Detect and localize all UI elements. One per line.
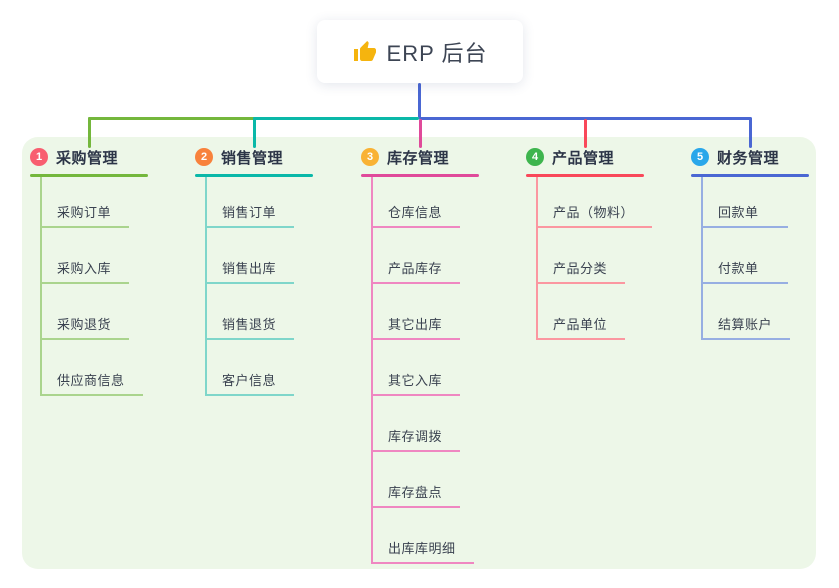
branch-1-horizontal-line — [88, 117, 255, 120]
child-label: 产品分类 — [553, 261, 608, 276]
child-node[interactable]: 其它入库 — [373, 340, 461, 396]
child-label: 回款单 — [718, 205, 759, 220]
branch-node-3[interactable]: 3 库存管理 — [361, 146, 479, 168]
child-label: 库存盘点 — [388, 485, 443, 500]
branches-panel — [22, 137, 816, 569]
child-node[interactable]: 销售订单 — [207, 177, 295, 228]
child-label: 其它出库 — [388, 317, 443, 332]
child-label: 销售订单 — [222, 205, 277, 220]
child-label: 采购入库 — [57, 261, 112, 276]
root-node[interactable]: ERP 后台 — [317, 20, 523, 83]
branch-1-drop-line — [88, 117, 91, 148]
branch-2-drop-line — [253, 117, 256, 148]
branch-4-drop-line — [584, 119, 587, 148]
branch-title: 产品管理 — [552, 149, 615, 167]
child-node[interactable]: 结算账户 — [703, 284, 791, 340]
branch-title: 库存管理 — [387, 149, 450, 167]
child-node[interactable]: 采购退货 — [42, 284, 130, 340]
child-label: 销售退货 — [222, 317, 277, 332]
branch-children: 回款单付款单结算账户 — [701, 177, 791, 340]
branch-node-2[interactable]: 2 销售管理 — [195, 146, 313, 168]
child-node[interactable]: 产品（物料） — [538, 177, 653, 228]
branch-underline — [361, 174, 479, 177]
child-node[interactable]: 产品单位 — [538, 284, 626, 340]
child-node[interactable]: 付款单 — [703, 228, 788, 284]
child-node[interactable]: 客户信息 — [207, 340, 295, 396]
child-node[interactable]: 销售退货 — [207, 284, 295, 340]
child-label: 其它入库 — [388, 373, 443, 388]
branch-underline — [30, 174, 148, 177]
child-node[interactable]: 库存盘点 — [373, 452, 461, 508]
child-node[interactable]: 供应商信息 — [42, 340, 143, 396]
branch-column-3: 3 库存管理仓库信息产品库存其它出库其它入库库存调拨库存盘点出库库明细 — [361, 146, 479, 564]
child-label: 产品（物料） — [553, 205, 635, 220]
branch-children: 仓库信息产品库存其它出库其它入库库存调拨库存盘点出库库明细 — [371, 177, 474, 564]
child-node[interactable]: 产品分类 — [538, 228, 626, 284]
child-label: 产品库存 — [388, 261, 443, 276]
child-node[interactable]: 产品库存 — [373, 228, 461, 284]
branch-5-drop-line — [749, 117, 752, 148]
child-label: 仓库信息 — [388, 205, 443, 220]
branch-2-horizontal-line — [253, 117, 419, 120]
child-label: 采购订单 — [57, 205, 112, 220]
branch-children: 产品（物料） 产品分类产品单位 — [536, 177, 653, 340]
branch-column-2: 2 销售管理销售订单销售出库销售退货客户信息 — [195, 146, 313, 396]
child-label: 供应商信息 — [57, 373, 125, 388]
child-node[interactable]: 出库库明细 — [373, 508, 474, 564]
root-title: ERP 后台 — [386, 40, 488, 66]
child-node[interactable]: 回款单 — [703, 177, 788, 228]
branch-node-5[interactable]: 5 财务管理 — [691, 146, 809, 168]
branch-node-4[interactable]: 4 产品管理 — [526, 146, 652, 168]
thumbs-up-icon — [353, 40, 376, 61]
child-label: 库存调拨 — [388, 429, 443, 444]
child-label: 采购退货 — [57, 317, 112, 332]
branch-title: 采购管理 — [56, 149, 119, 167]
branch-number-badge: 3 — [361, 148, 379, 166]
child-label: 客户信息 — [222, 373, 277, 388]
child-label: 产品单位 — [553, 317, 608, 332]
branch-number-badge: 4 — [526, 148, 544, 166]
child-label: 结算账户 — [718, 317, 773, 332]
child-node[interactable]: 其它出库 — [373, 284, 461, 340]
branch-number-badge: 1 — [30, 148, 48, 166]
branch-3-drop-line — [419, 119, 422, 148]
branch-5-horizontal-line — [419, 117, 751, 120]
child-label: 销售出库 — [222, 261, 277, 276]
child-label: 付款单 — [718, 261, 759, 276]
child-node[interactable]: 库存调拨 — [373, 396, 461, 452]
child-node[interactable]: 采购入库 — [42, 228, 130, 284]
branch-column-5: 5 财务管理回款单付款单结算账户 — [691, 146, 809, 340]
branch-column-4: 4 产品管理产品（物料） 产品分类产品单位 — [526, 146, 653, 340]
branch-node-1[interactable]: 1 采购管理 — [30, 146, 148, 168]
branch-underline — [195, 174, 313, 177]
branch-underline — [691, 174, 809, 177]
child-node[interactable]: 仓库信息 — [373, 177, 461, 228]
child-node[interactable]: 销售出库 — [207, 228, 295, 284]
child-label: 出库库明细 — [388, 541, 456, 556]
branch-children: 销售订单销售出库销售退货客户信息 — [205, 177, 295, 396]
branch-underline — [526, 174, 644, 177]
branch-number-badge: 2 — [195, 148, 213, 166]
branch-title: 财务管理 — [717, 149, 780, 167]
branch-number-badge: 5 — [691, 148, 709, 166]
child-node[interactable]: 采购订单 — [42, 177, 130, 228]
branch-column-1: 1 采购管理采购订单采购入库采购退货供应商信息 — [30, 146, 148, 396]
branch-title: 销售管理 — [221, 149, 284, 167]
root-stem-line — [418, 83, 421, 118]
branch-children: 采购订单采购入库采购退货供应商信息 — [40, 177, 143, 396]
